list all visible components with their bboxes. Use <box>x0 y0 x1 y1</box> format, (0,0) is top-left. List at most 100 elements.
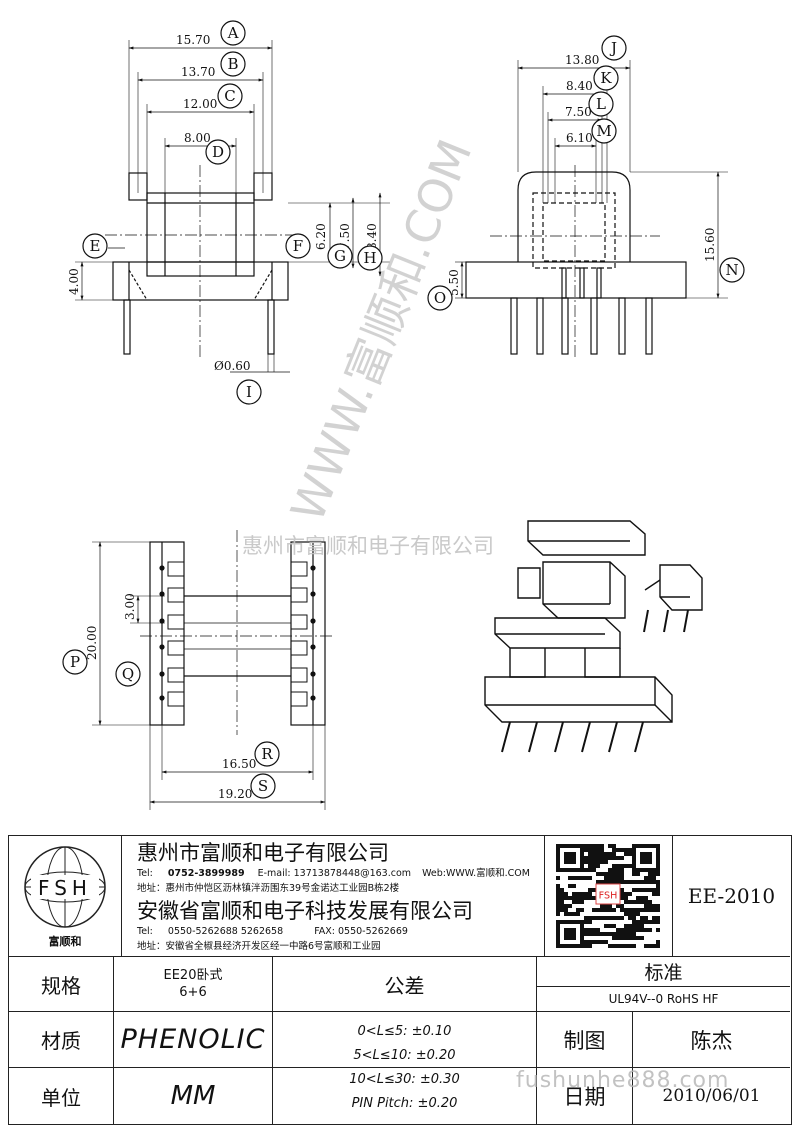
svg-text:M: M <box>596 122 611 140</box>
callout-g: G <box>327 243 353 269</box>
company-1-email: E-mail: 13713878448@163.com <box>257 868 412 879</box>
callout-j: J <box>601 35 627 61</box>
dim-7-50: 7.50 <box>338 223 352 250</box>
drawn-label: 制图 <box>563 1028 606 1053</box>
company-1-tel-label: Tel: <box>137 868 153 879</box>
dim-20-00: 20.00 <box>85 626 99 660</box>
svg-text:FSH: FSH <box>38 876 92 900</box>
date-label: 日期 <box>563 1085 606 1109</box>
svg-text:G: G <box>334 247 346 265</box>
svg-text:L: L <box>596 95 606 113</box>
svg-text:O: O <box>434 289 446 307</box>
svg-text:K: K <box>600 69 612 87</box>
dim-pin-diameter: Ø0.60 <box>214 359 251 373</box>
side-view <box>455 60 728 360</box>
unit-value: MM <box>170 1081 216 1111</box>
technical-drawing: 15.70 13.70 12.00 8.00 6.20 7.50 8.40 4.… <box>62 20 745 810</box>
drawn-value: 陈杰 <box>690 1028 733 1053</box>
svg-text:S: S <box>258 777 268 795</box>
svg-text:F: F <box>293 237 303 255</box>
company-1-tel: 0752-3899989 <box>167 868 245 879</box>
tolerance-3: 10<L≤30: ±0.30 <box>349 1072 460 1087</box>
svg-text:H: H <box>363 249 376 267</box>
svg-text:FSH: FSH <box>599 890 618 901</box>
dimension-texts: 15.70 13.70 12.00 8.00 6.20 7.50 8.40 4.… <box>67 33 717 801</box>
tolerance-2: 5<L≤10: ±0.20 <box>353 1048 456 1063</box>
tolerance-4: PIN Pitch: ±0.20 <box>351 1096 458 1111</box>
watermark-website: WWW.富顺和.COM <box>280 132 482 529</box>
dim-6-20: 6.20 <box>314 223 328 250</box>
front-view <box>75 40 390 373</box>
dim-8-00: 8.00 <box>184 131 211 145</box>
dim-13-70: 13.70 <box>181 65 215 79</box>
dim-5-50: 5.50 <box>447 269 461 296</box>
dim-12-00: 12.00 <box>183 97 217 111</box>
tolerance-1: 0<L≤5: ±0.10 <box>357 1024 452 1039</box>
dim-15-60: 15.60 <box>703 228 717 262</box>
date-value: 2010/06/01 <box>662 1086 761 1106</box>
dim-3-00: 3.00 <box>123 593 137 620</box>
company-2-tel: 0550-5262688 5262658 <box>167 926 284 937</box>
company-2-tel-label: Tel: <box>137 926 153 937</box>
callout-l: L <box>588 91 614 117</box>
callout-d: D <box>205 139 231 165</box>
callout-h: H <box>357 245 383 271</box>
qr-code-icon: FSH <box>556 844 660 948</box>
part-number: EE-2010 <box>687 884 776 908</box>
tolerance-label: 公差 <box>384 973 425 998</box>
spec-value-line-2: 6+6 <box>179 985 207 1000</box>
standard-label: 标准 <box>644 962 683 984</box>
dim-8-40-side: 8.40 <box>566 79 593 93</box>
svg-text:N: N <box>725 261 738 279</box>
tolerance-list: 0<L≤5: ±0.10 5<L≤10: ±0.20 10<L≤30: ±0.3… <box>273 1012 536 1124</box>
spec-label: 规格 <box>41 973 81 998</box>
svg-text:I: I <box>246 383 252 401</box>
svg-text:D: D <box>212 143 224 161</box>
callout-n: N <box>719 257 745 283</box>
dim-4-00: 4.00 <box>67 268 81 295</box>
globe-logo-icon: FSH <box>24 846 106 928</box>
website-watermark: fushunhe888.com <box>516 1068 730 1093</box>
callout-c: C <box>217 83 243 109</box>
callout-s: S <box>250 773 276 799</box>
watermark-company: 惠州市富顺和电子有限公司 <box>242 534 494 558</box>
dim-6-10: 6.10 <box>566 131 593 145</box>
company-2-address: 地址：安徽省全椒县经济开发区经一中路6号富顺和工业园 <box>137 941 381 952</box>
callout-k: K <box>593 65 619 91</box>
material-value: PHENOLIC <box>120 1024 266 1055</box>
logo-caption: 富顺和 <box>48 935 82 948</box>
svg-text:C: C <box>224 87 235 105</box>
callout-i: I <box>236 379 262 405</box>
company-2-name: 安徽省富顺和电子科技发展有限公司 <box>137 899 473 923</box>
callout-a: A <box>220 20 246 46</box>
dim-15-70: 15.70 <box>176 33 210 47</box>
callout-m: M <box>591 118 617 144</box>
svg-text:A: A <box>227 24 239 42</box>
callout-o: O <box>427 285 453 311</box>
company-2-fax: FAX: 0550-5262669 <box>314 926 408 937</box>
bottom-view <box>92 530 335 810</box>
dim-13-80: 13.80 <box>565 53 599 67</box>
logo: FSH 富顺和 <box>11 838 119 954</box>
callout-e: E <box>82 233 108 259</box>
callout-q: Q <box>115 661 141 687</box>
svg-text:R: R <box>261 745 273 763</box>
callout-p: P <box>62 649 88 675</box>
title-block: FSH 富顺和 惠州市富顺和电子有限公司 Tel: 0752-3899989 E… <box>8 835 792 1125</box>
dim-16-50: 16.50 <box>222 757 256 771</box>
svg-text:Q: Q <box>122 665 134 683</box>
dim-7-50-side: 7.50 <box>565 105 592 119</box>
spec-value: EE20卧式 6+6 <box>114 957 272 1011</box>
svg-text:E: E <box>90 237 101 255</box>
dim-19-20: 19.20 <box>218 787 252 801</box>
company-1-name: 惠州市富顺和电子有限公司 <box>137 841 389 865</box>
svg-text:B: B <box>227 55 238 73</box>
qr-code: FSH <box>549 842 667 950</box>
standard-value: UL94V--0 RoHS HF <box>608 992 719 1006</box>
isometric-view <box>484 520 703 753</box>
company-1-address: 地址：惠州市仲恺区沥林镇泮沥围东39号金诺达工业园B栋2楼 <box>137 883 400 894</box>
spec-value-line-1: EE20卧式 <box>163 968 223 983</box>
callout-f: F <box>285 233 311 259</box>
callout-r: R <box>254 741 280 767</box>
